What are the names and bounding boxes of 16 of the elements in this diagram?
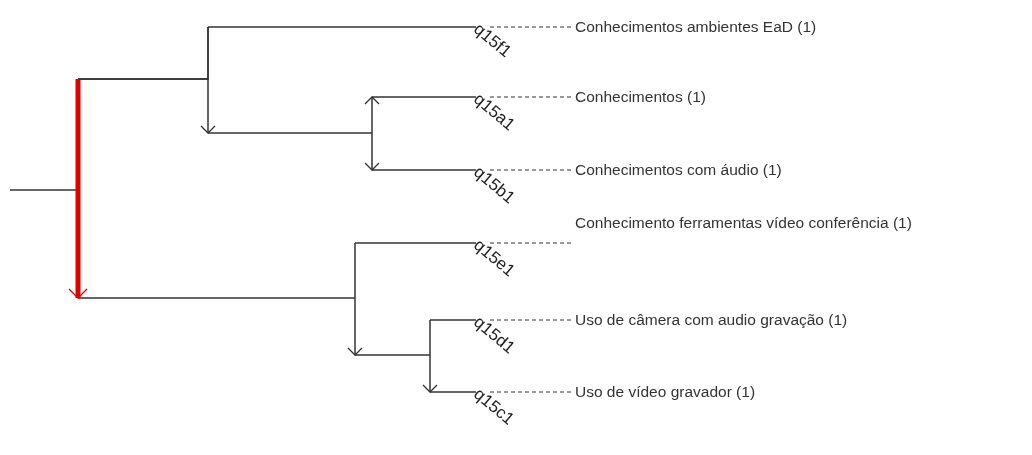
arrow [422, 319, 438, 393]
arrow [364, 96, 380, 171]
arrow [347, 242, 363, 356]
leader-line [489, 169, 574, 171]
variable-description: Conhecimentos ambientes EaD (1) [575, 17, 817, 37]
arrow [68, 26, 209, 299]
variable-description: Conhecimentos (1) [575, 87, 706, 107]
variable-description: Conhecimentos com áudio (1) [575, 160, 782, 180]
leader-line [489, 391, 574, 393]
variable-description: Uso de vídeo gravador (1) [575, 382, 756, 402]
leader-line [489, 96, 574, 98]
variable-description: Conhecimento ferramentas vídeo conferência (1) [575, 213, 935, 233]
variable-description: Uso de câmera com audio gravação (1) [575, 310, 848, 330]
leader-line [489, 319, 574, 321]
leader-line [489, 26, 574, 28]
leader-line [489, 242, 574, 244]
